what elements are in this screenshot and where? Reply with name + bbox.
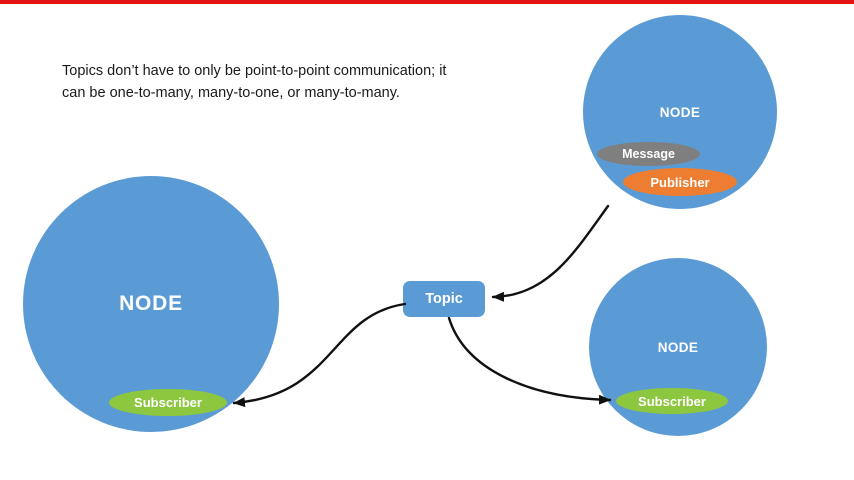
caption-line-2: can be one-to-many, many-to-one, or many…	[62, 84, 400, 101]
arrow-publisher-to-topic	[491, 204, 610, 302]
caption-line-1: Topics don’t have to only be point-to-po…	[62, 63, 447, 79]
node-label-bottom-right: NODE	[657, 339, 699, 355]
subscriber-pill-left: Subscriber	[109, 389, 227, 416]
publisher-pill: Publisher	[623, 168, 737, 196]
arrow-topic-to-bottom-subscriber	[447, 316, 612, 405]
caption: Topics don’t have to only be point-to-po…	[62, 61, 446, 104]
subscriber-pill-bottom-right: Subscriber	[616, 388, 728, 414]
top-red-bar	[0, 0, 854, 4]
node-label-top-right: NODE	[659, 104, 701, 120]
message-pill: Message	[597, 142, 700, 166]
node-label-left: NODE	[119, 292, 183, 315]
topic-box: Topic	[403, 281, 485, 317]
